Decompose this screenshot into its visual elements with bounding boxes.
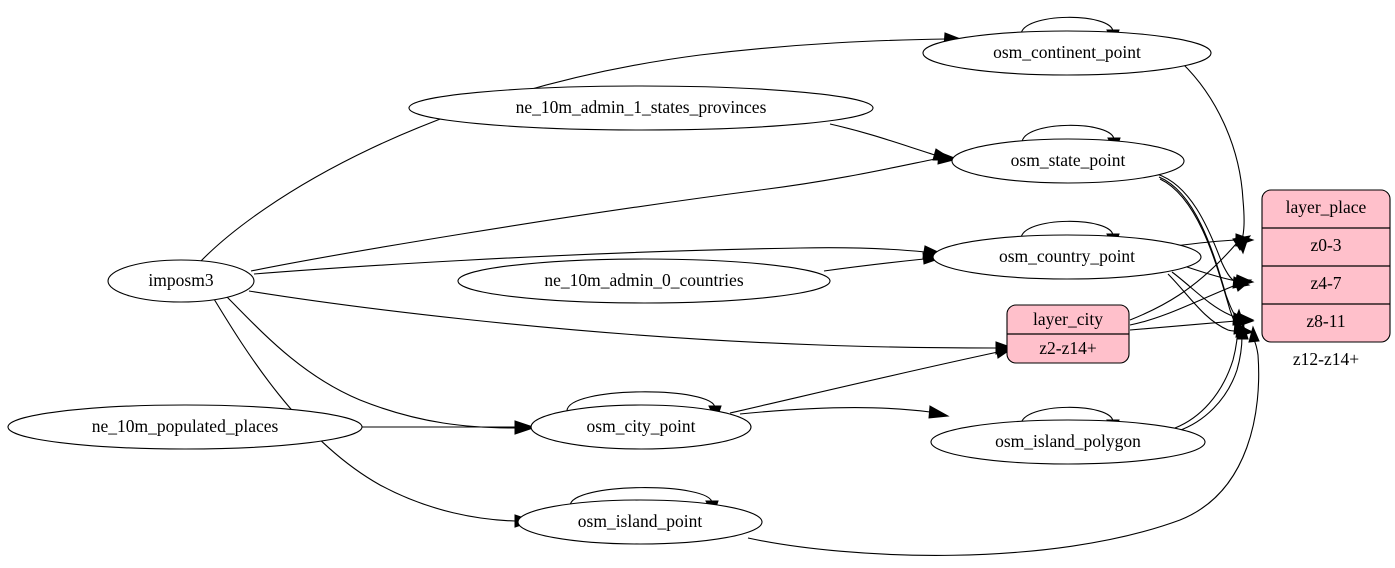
node-label-osm-island-point: osm_island_point	[578, 511, 703, 531]
edge-imposm3-to-layer-city	[248, 290, 997, 349]
edge-admin1-to-osm-state-point	[829, 123, 936, 156]
record-node-layer-city[interactable]: layer_city z2-z14+	[1006, 304, 1130, 364]
edge-osm-country-point-to-layer-place-z12-z14	[1167, 273, 1237, 332]
edge-osm-continent-point-to-layer-place-z0-3	[1181, 62, 1245, 241]
edge-admin0-to-osm-country-point	[823, 258, 925, 272]
arrowhead	[1248, 325, 1260, 343]
arrowhead	[1235, 314, 1255, 328]
node-label-imposm3: imposm3	[148, 270, 213, 290]
node-layer: imposm3 ne_10m_populated_places ne_10m_a…	[7, 30, 1212, 545]
edge-osm-state-point-to-layer-place-z4-7	[1156, 173, 1237, 283]
record-node-layer-place[interactable]: layer_place z0-3 z4-7 z8-11 z12-z14+	[1261, 189, 1391, 369]
layer-place-row-z8-11[interactable]: z8-11	[1306, 311, 1345, 331]
layer-city-row-z2-z14[interactable]: z2-z14+	[1039, 338, 1097, 358]
edge-osm-island-polygon-to-layer-place-z8-11	[1174, 321, 1239, 429]
node-osm-continent-point[interactable]: osm_continent_point	[922, 30, 1212, 76]
edge-imposm3-to-osm-state-point	[250, 157, 941, 272]
node-osm-city-point[interactable]: osm_city_point	[530, 404, 752, 450]
arrowhead	[928, 405, 950, 419]
node-osm-island-polygon[interactable]: osm_island_polygon	[930, 419, 1206, 465]
node-osm-island-point[interactable]: osm_island_point	[517, 499, 763, 545]
edge-layer-city-to-layer-place-z4-7	[1129, 284, 1237, 326]
node-osm-country-point[interactable]: osm_country_point	[932, 234, 1202, 280]
edge-imposm3-to-osm-continent-point	[199, 38, 947, 263]
node-label-osm-island-polygon: osm_island_polygon	[995, 431, 1141, 451]
node-label-osm-city-point: osm_city_point	[587, 416, 696, 436]
selfloop-osm-city-point	[566, 391, 716, 412]
layer-place-header: layer_place	[1286, 197, 1367, 217]
edge-osm-city-point-to-osm-island-polygon	[739, 406, 931, 415]
node-label-ne-10m-admin-1-states-provinces: ne_10m_admin_1_states_provinces	[516, 97, 767, 117]
node-ne-10m-admin-1-states-provinces[interactable]: ne_10m_admin_1_states_provinces	[408, 85, 874, 131]
layer-place-row-z4-7[interactable]: z4-7	[1310, 273, 1341, 293]
arrowhead	[932, 148, 955, 161]
arrowhead	[514, 421, 535, 435]
node-label-osm-continent-point: osm_continent_point	[993, 42, 1141, 62]
node-ne-10m-admin-0-countries[interactable]: ne_10m_admin_0_countries	[457, 258, 831, 304]
node-imposm3[interactable]: imposm3	[107, 259, 255, 303]
edge-osm-island-polygon-to-layer-place-z12-z14	[1177, 335, 1243, 432]
node-osm-state-point[interactable]: osm_state_point	[951, 138, 1185, 184]
edge-osm-state-point-to-layer-place-z8-11	[1158, 176, 1238, 319]
node-ne-10m-populated-places[interactable]: ne_10m_populated_places	[7, 404, 363, 450]
selfloop-osm-country-point	[1020, 220, 1114, 240]
node-label-ne-10m-populated-places: ne_10m_populated_places	[92, 416, 279, 436]
arrowhead	[1236, 322, 1249, 340]
edge-layer-city-to-layer-place-z8-11	[1129, 320, 1237, 331]
selfloop-osm-island-polygon	[1020, 406, 1114, 426]
selfloop-osm-state-point	[1021, 124, 1115, 144]
layer-city-header: layer_city	[1033, 309, 1103, 329]
edge-osm-city-point-to-layer-city	[729, 351, 999, 414]
edge-osm-country-point-to-layer-place-z0-3	[1174, 239, 1237, 247]
selfloop-osm-continent-point	[1020, 16, 1114, 36]
edge-imposm3-to-osm-city-point	[226, 296, 516, 429]
arrowhead	[922, 252, 943, 265]
layer-place-row-z0-3[interactable]: z0-3	[1310, 235, 1341, 255]
selfloop-osm-island-point	[569, 487, 713, 507]
edge-layer-city-to-layer-place-z0-3	[1129, 243, 1237, 321]
node-label-ne-10m-admin-0-countries: ne_10m_admin_0_countries	[544, 270, 743, 290]
node-label-osm-country-point: osm_country_point	[999, 246, 1135, 266]
layer-place-row-z12-z14[interactable]: z12-z14+	[1293, 349, 1359, 369]
edge-imposm3-to-osm-island-point	[213, 298, 516, 522]
edge-osm-country-point-to-layer-place-z8-11	[1171, 271, 1237, 319]
arrowhead	[1233, 278, 1253, 292]
arrowhead	[1232, 235, 1252, 251]
edge-osm-island-point-to-layer-place-z12-z14	[747, 339, 1260, 556]
node-label-osm-state-point: osm_state_point	[1011, 150, 1126, 170]
edge-imposm3-to-osm-country-point	[253, 247, 926, 275]
